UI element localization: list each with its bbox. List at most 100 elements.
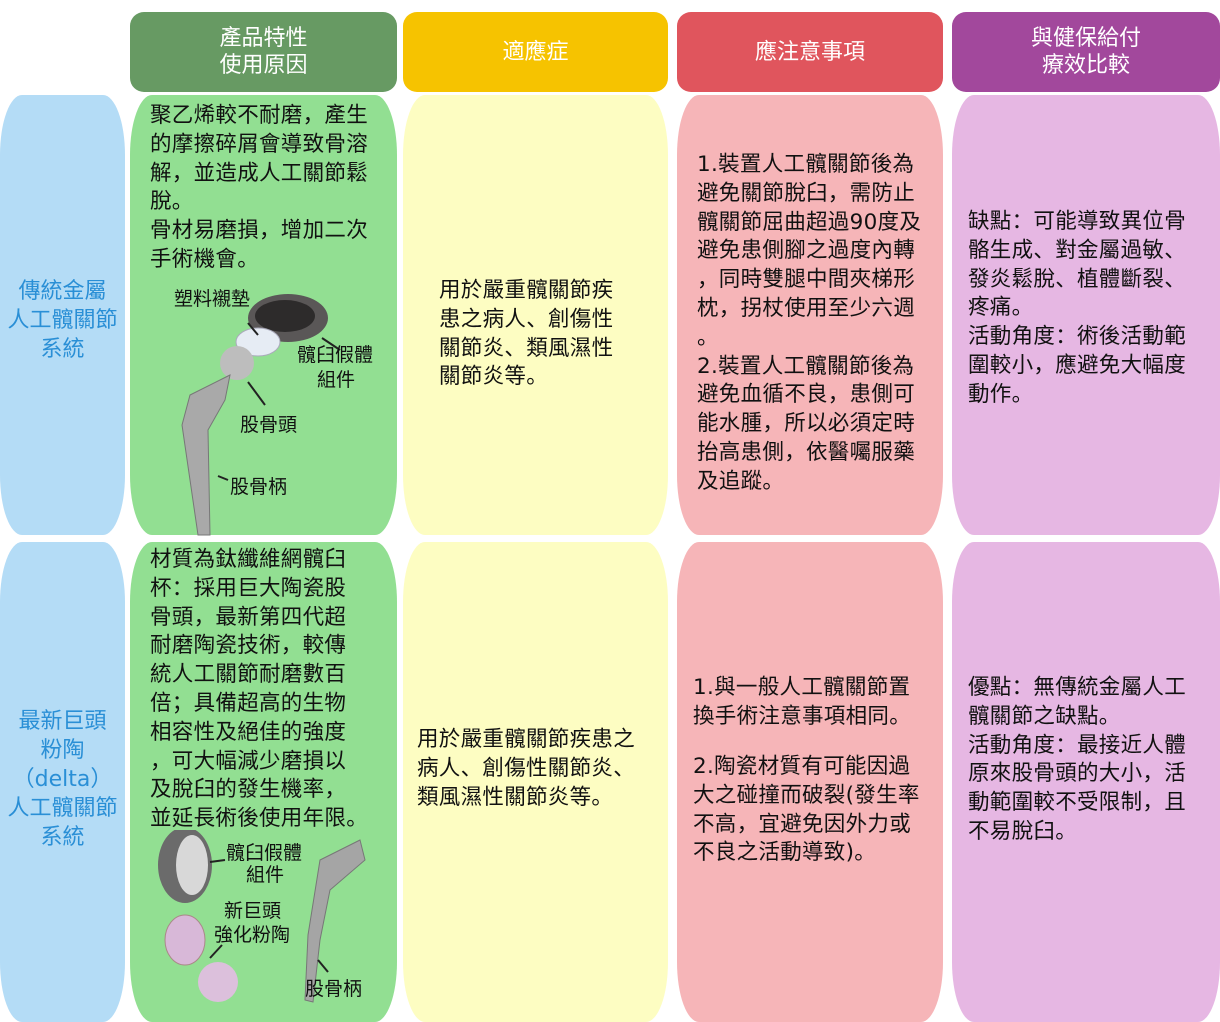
text-line: 不良之活動導致)。 <box>693 840 877 866</box>
text-line: 人工髖關節 <box>7 308 118 333</box>
text-line: 杯：採用巨大陶瓷股 <box>150 575 347 601</box>
label-femoral-head: 股骨頭 <box>240 414 298 436</box>
text-line: 統人工關節耐磨數百 <box>150 662 347 688</box>
text-line: ，可大幅減少磨損以 <box>150 748 347 774</box>
label-plastic-liner: 塑料襯墊 <box>174 288 251 310</box>
text-line: 類風濕性關節炎等。 <box>417 784 614 810</box>
header-comparison: 與健保給付療效比較 <box>952 12 1220 92</box>
system-name-ceramic: 最新巨頭粉陶（delta）人工髖關節系統 <box>0 707 125 852</box>
text-line: 骼生成、對金屬過敏、 <box>968 237 1187 263</box>
label-new-head: 新巨頭 <box>224 900 282 922</box>
text-line: 與健保給付 <box>1030 26 1141 51</box>
text-line: 並延長術後使用年限。 <box>150 806 369 832</box>
text-line: 不高，宜避免因外力或 <box>693 811 912 837</box>
text-line: 圍較小，應避免大幅度 <box>968 352 1187 378</box>
comparison-cell-ceramic <box>952 542 1220 1022</box>
plastic-liner-shape <box>235 327 281 357</box>
text-line: ，同時雙腿中間夾梯形 <box>697 267 916 293</box>
text-line: 及脫臼的發生機率， <box>150 777 347 803</box>
label-ceramic-cup: 髖臼假體 <box>226 842 303 864</box>
text-line: 大之碰撞而破裂(發生率 <box>693 782 920 808</box>
text-line: 倍；具備超高的生物 <box>150 690 347 716</box>
text-line: 耐磨陶瓷技術，較傳 <box>150 633 347 659</box>
text-line: 手術機會。 <box>150 246 260 272</box>
ceramic-liner-shape <box>164 914 206 966</box>
text-line: 聚乙烯較不耐磨，產生 <box>150 103 369 128</box>
femoral-head-shape <box>220 346 254 380</box>
text-line: 人工髖關節 <box>7 796 118 821</box>
text-line: 用於嚴重髖關節疾患之 <box>417 727 636 752</box>
text-line: 相容性及絕佳的強度 <box>150 719 347 745</box>
text-line: 系統 <box>40 337 85 362</box>
text-line: 解，並造成人工關節鬆 <box>150 160 369 186</box>
text-line <box>693 732 920 754</box>
precautions-text-traditional: 1.裝置人工髖關節後為避免關節脫臼，需防止髖關節屈曲超過90度及避免患側腳之過度… <box>697 151 921 497</box>
header-product-features: 產品特性使用原因 <box>130 12 397 92</box>
text-line: 動作。 <box>968 381 1034 407</box>
traditional-hip-implant-illustration <box>181 294 341 536</box>
text-line: 2.陶瓷材質有可能因過 <box>693 754 911 780</box>
text-line: 枕，拐杖使用至少六週 <box>697 295 916 321</box>
text-line: 避免患側腳之過度內轉 <box>697 238 916 264</box>
femoral-stem-shape <box>181 374 231 536</box>
features-text-traditional: 聚乙烯較不耐磨，產生的摩擦碎屑會導致骨溶解，並造成人工關節鬆脫。骨材易磨損，增加… <box>150 102 368 275</box>
text-line: 粉陶 <box>40 738 85 763</box>
text-line: 髖關節屈曲超過90度及 <box>697 209 922 235</box>
label-new-head-2: 強化粉陶 <box>214 924 291 946</box>
label-ceramic-stem: 股骨柄 <box>305 978 363 1000</box>
indications-cell-ceramic <box>403 542 668 1022</box>
header-indications: 適應症 <box>403 12 668 92</box>
text-line: （delta） <box>12 767 113 792</box>
text-line: 系統 <box>40 825 85 850</box>
text-line: 的摩擦碎屑會導致骨溶 <box>150 131 369 157</box>
text-line: 髖關節之缺點。 <box>968 703 1121 729</box>
text-line: 產品特性 <box>219 26 308 51</box>
text-line: 關節炎等。 <box>439 364 549 390</box>
indications-text-traditional: 用於嚴重髖關節疾患之病人、創傷性關節炎、類風濕性關節炎等。 <box>439 277 613 392</box>
label-acetabular-cup: 髖臼假體 <box>297 344 374 366</box>
indications-text-ceramic: 用於嚴重髖關節疾患之病人、創傷性關節炎、類風濕性關節炎等。 <box>417 726 635 812</box>
text-line: 材質為鈦纖維網髖臼 <box>150 547 347 572</box>
precautions-cell-ceramic <box>677 542 943 1022</box>
text-line: 用於嚴重髖關節疾 <box>439 278 614 303</box>
label-acetabular-cup-2: 組件 <box>317 369 356 391</box>
ceramic-head-shape <box>198 962 238 1002</box>
text-line: 發炎鬆脫、植體斷裂、 <box>968 266 1187 292</box>
text-line: 動範圍較不受限制，且 <box>968 790 1187 816</box>
text-line: 使用原因 <box>219 53 308 78</box>
indications-cell-traditional <box>403 95 668 535</box>
text-line: 骨材易磨損，增加二次 <box>150 218 369 244</box>
comparison-cell-traditional <box>952 95 1220 535</box>
text-line: 1.與一般人工髖關節置 <box>693 675 911 700</box>
system-name-traditional: 傳統金屬人工髖關節系統 <box>0 277 125 364</box>
text-line: 活動角度：術後活動範 <box>968 324 1187 350</box>
text-line: 避免血循不良，患側可 <box>697 382 916 408</box>
text-line: 能水腫，所以必須定時 <box>697 411 916 437</box>
text-line: 疼痛。 <box>968 295 1034 321</box>
text-line: 傳統金屬 <box>18 279 107 304</box>
text-line: 患之病人、創傷性 <box>439 306 614 332</box>
precautions-text-ceramic: 1.與一般人工髖關節置換手術注意事項相同。 2.陶瓷材質有可能因過大之碰撞而破裂… <box>693 674 920 868</box>
side-cell-ceramic <box>0 542 125 1022</box>
text-line: 應注意事項 <box>754 39 865 65</box>
label-femoral-stem: 股骨柄 <box>230 476 288 498</box>
side-cell-traditional <box>0 95 125 535</box>
text-line: 不易脫臼。 <box>968 818 1078 844</box>
text-line: 骨頭，最新第四代超 <box>150 604 347 630</box>
text-line: 原來股骨頭的大小，活 <box>968 761 1187 787</box>
text-line: 關節炎、類風濕性 <box>439 335 614 361</box>
header-precautions: 應注意事項 <box>677 12 943 92</box>
comparison-text-ceramic: 優點：無傳統金屬人工髖關節之缺點。活動角度：最接近人體原來股骨頭的大小，活動範圍… <box>968 674 1186 847</box>
comparison-text-traditional: 缺點：可能導致異位骨骼生成、對金屬過敏、發炎鬆脫、植體斷裂、疼痛。活動角度：術後… <box>968 208 1186 410</box>
text-line: 優點：無傳統金屬人工 <box>968 675 1187 700</box>
text-line: 2.裝置人工髖關節後為 <box>697 353 915 379</box>
ceramic-stem-shape <box>304 839 366 1003</box>
text-line: 避免關節脫臼，需防止 <box>697 180 916 206</box>
text-line: 抬高患側，依醫囑服藥 <box>697 439 916 465</box>
text-line: 缺點：可能導致異位骨 <box>968 209 1187 234</box>
text-line: 適應症 <box>502 39 569 65</box>
text-line: 活動角度：最接近人體 <box>968 732 1187 758</box>
text-line: 脫。 <box>150 189 194 215</box>
label-ceramic-cup-2: 組件 <box>246 864 285 886</box>
text-line: 換手術注意事項相同。 <box>693 703 912 729</box>
